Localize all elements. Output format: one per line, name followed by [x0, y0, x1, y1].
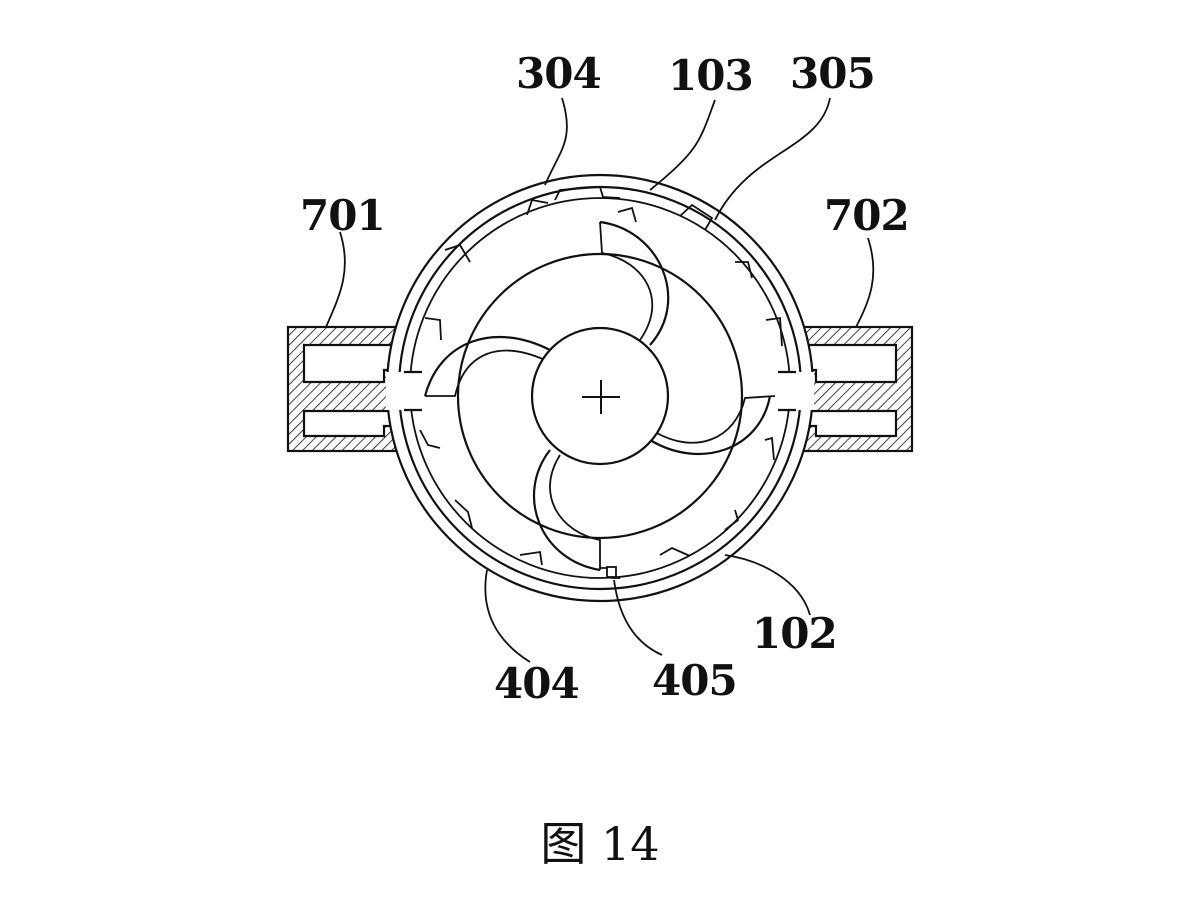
rotor-hub [530, 326, 670, 466]
casing-step-features [419, 186, 783, 579]
label-405: 405 [652, 656, 737, 705]
label-305: 305 [790, 49, 875, 98]
leader-lines [325, 97, 875, 663]
impeller-blades [423, 220, 776, 572]
figure-caption: 图 14 [540, 817, 660, 871]
label-701: 701 [300, 191, 385, 240]
right-connector-702 [794, 325, 914, 453]
label-103: 103 [668, 51, 753, 100]
label-304: 304 [516, 49, 601, 98]
label-102: 102 [752, 609, 837, 658]
label-404: 404 [494, 659, 579, 708]
left-connector-701 [286, 325, 406, 453]
rotor-outer-circle [456, 252, 744, 540]
label-702: 702 [824, 191, 909, 240]
